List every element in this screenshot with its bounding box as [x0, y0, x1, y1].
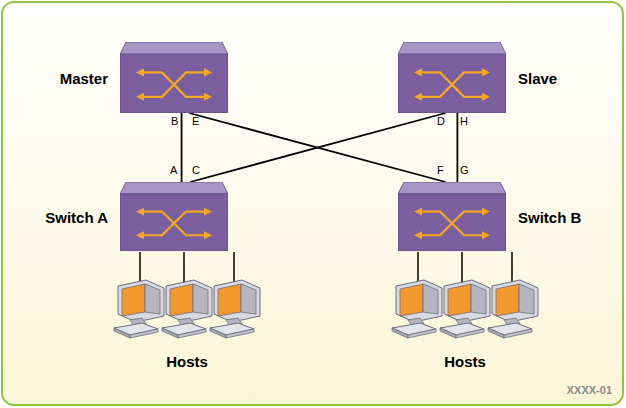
switch-icon [398, 182, 506, 251]
network-switch: Switch B [398, 182, 506, 251]
device-label: Master [60, 69, 108, 86]
network-switch: Master [120, 42, 228, 113]
port-label: D [437, 115, 445, 127]
network-link [190, 113, 445, 182]
network-switch: Switch A [120, 182, 228, 251]
device-label: Slave [518, 69, 557, 86]
switch-icon [398, 42, 506, 113]
port-label: G [460, 164, 469, 176]
network-switch: Slave [398, 42, 506, 113]
switch-icon [120, 182, 228, 251]
group-label: Hosts [166, 353, 208, 370]
port-label: A [170, 164, 177, 176]
port-label: F [437, 164, 444, 176]
group-label: Hosts [444, 353, 486, 370]
switch-icon [120, 42, 228, 113]
device-label: Switch B [518, 208, 581, 225]
port-label: B [171, 115, 178, 127]
network-link [456, 113, 458, 182]
device-label: Switch A [45, 208, 108, 225]
port-label: C [192, 164, 200, 176]
network-link [189, 113, 445, 182]
port-label: E [192, 115, 199, 127]
figure-id: XXXX-01 [567, 384, 612, 396]
port-label: H [460, 115, 468, 127]
network-link [181, 113, 183, 182]
